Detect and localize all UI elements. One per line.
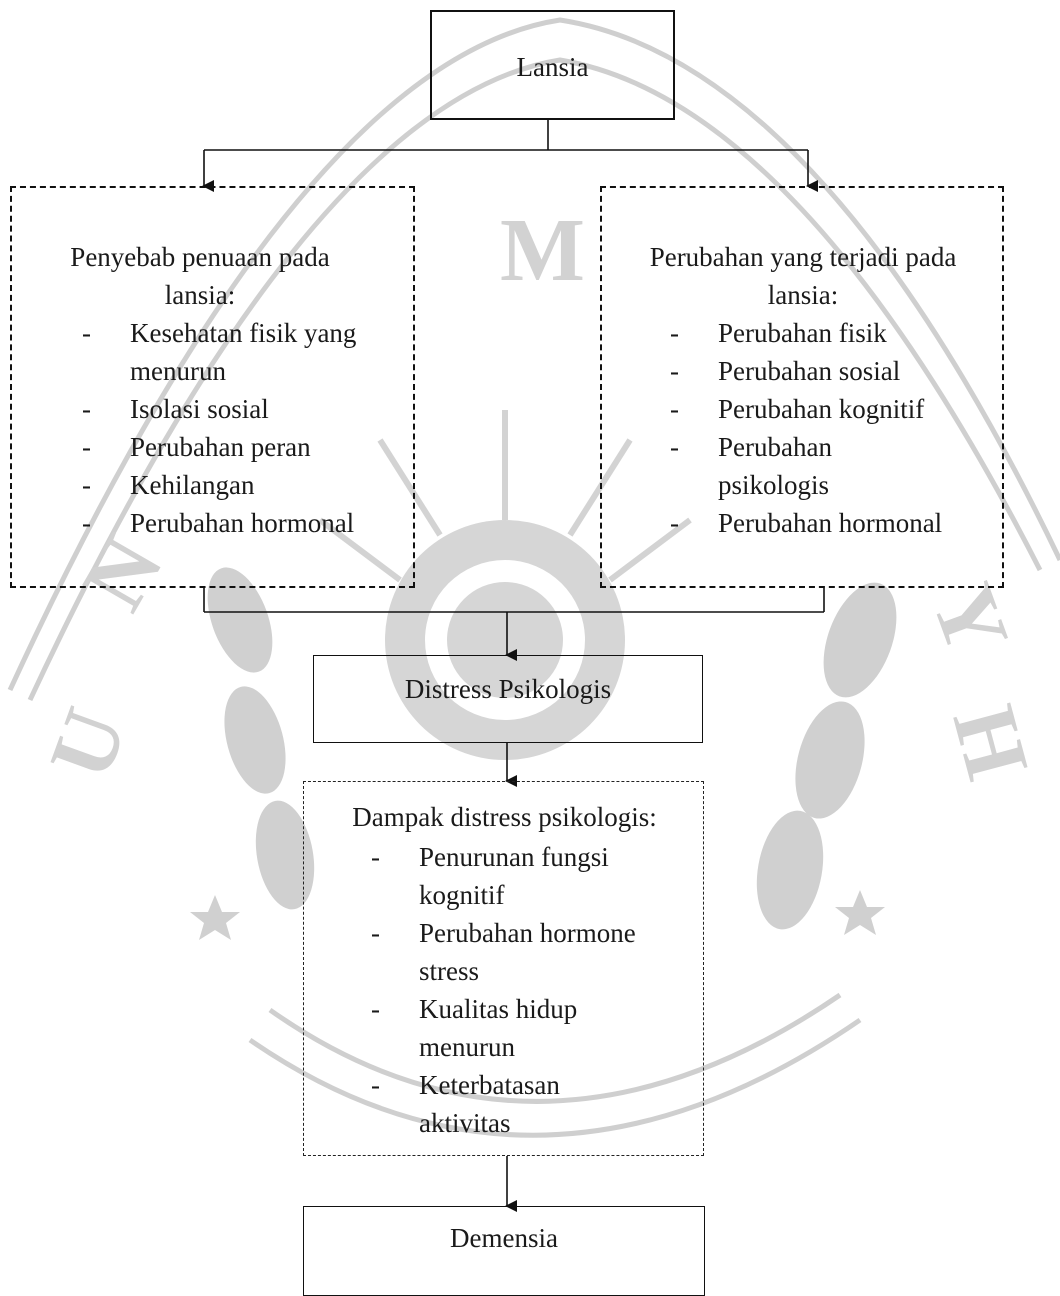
bullet-dash: - (371, 918, 380, 948)
bullet-dash: - (670, 432, 679, 462)
list-item: - Kesehatan fisik yang menurun (82, 314, 390, 390)
node-penyebab-heading: Penyebab penuaan pada lansia: (70, 242, 330, 310)
perubahan-list: - Perubahan fisik - Perubahan sosial - P… (670, 314, 1000, 542)
list-item-text: Isolasi sosial (130, 394, 269, 424)
bullet-dash: - (670, 356, 679, 386)
node-dampak-heading: Dampak distress psikologis: (352, 802, 657, 832)
watermark-letter: M (500, 201, 585, 300)
list-item-text: Perubahan peran (130, 432, 311, 462)
penyebab-list: - Kesehatan fisik yang menurun - Isolasi… (82, 314, 402, 542)
list-item-text: Perubahan sosial (718, 356, 901, 386)
list-item: - Perubahan hormonal (670, 504, 1000, 542)
node-penyebab-penuaan: Penyebab penuaan pada lansia: - Kesehata… (10, 186, 415, 588)
list-item: - Kualitas hidup menurun (371, 990, 619, 1066)
node-distress-psikologis: Distress Psikologis (313, 655, 703, 743)
bullet-dash: - (82, 394, 91, 424)
node-demensia-label: Demensia (450, 1223, 558, 1253)
list-item: - Perubahan psikologis (670, 428, 888, 504)
list-item-text: Perubahan hormone stress (419, 918, 636, 986)
list-item: - Penurunan fungsi kognitif (371, 838, 649, 914)
node-lansia: Lansia (430, 10, 675, 120)
bullet-dash: - (670, 394, 679, 424)
node-perubahan-heading: Perubahan yang terjadi pada lansia: (649, 242, 957, 310)
bullet-dash: - (670, 318, 679, 348)
list-item: - Keterbatasan aktivitas (371, 1066, 619, 1142)
list-item-text: Perubahan hormonal (718, 508, 943, 538)
bullet-dash: - (82, 470, 91, 500)
node-perubahan-lansia: Perubahan yang terjadi pada lansia: - Pe… (600, 186, 1004, 588)
bullet-dash: - (371, 994, 380, 1024)
list-item: - Perubahan hormonal (82, 504, 402, 542)
bullet-dash: - (371, 842, 380, 872)
node-lansia-label: Lansia (516, 52, 589, 82)
node-distress-label: Distress Psikologis (404, 674, 612, 704)
list-item: - Kehilangan (82, 466, 402, 504)
list-item: - Perubahan fisik (670, 314, 1000, 352)
list-item-text: Perubahan psikologis (718, 432, 832, 500)
node-dampak-distress: Dampak distress psikologis: - Penurunan … (303, 781, 704, 1156)
list-item: - Perubahan sosial (670, 352, 1000, 390)
list-item-text: Keterbatasan aktivitas (419, 1070, 560, 1138)
list-item-text: Kesehatan fisik yang menurun (130, 318, 357, 386)
list-item-text: Perubahan fisik (718, 318, 887, 348)
bullet-dash: - (670, 508, 679, 538)
list-item: - Perubahan kognitif (670, 390, 1000, 428)
list-item-text: Perubahan kognitif (718, 394, 925, 424)
list-item: - Perubahan hormone stress (371, 914, 679, 990)
dampak-list: - Penurunan fungsi kognitif - Perubahan … (371, 838, 691, 1142)
list-item-text: Kehilangan (130, 470, 255, 500)
list-item-text: Perubahan hormonal (130, 508, 355, 538)
list-item-text: Penurunan fungsi kognitif (419, 842, 609, 910)
bullet-dash: - (82, 318, 91, 348)
bullet-dash: - (82, 432, 91, 462)
list-item: - Perubahan peran (82, 428, 402, 466)
list-item: - Isolasi sosial (82, 390, 402, 428)
list-item-text: Kualitas hidup menurun (419, 994, 578, 1062)
bullet-dash: - (82, 508, 91, 538)
bullet-dash: - (371, 1070, 380, 1100)
